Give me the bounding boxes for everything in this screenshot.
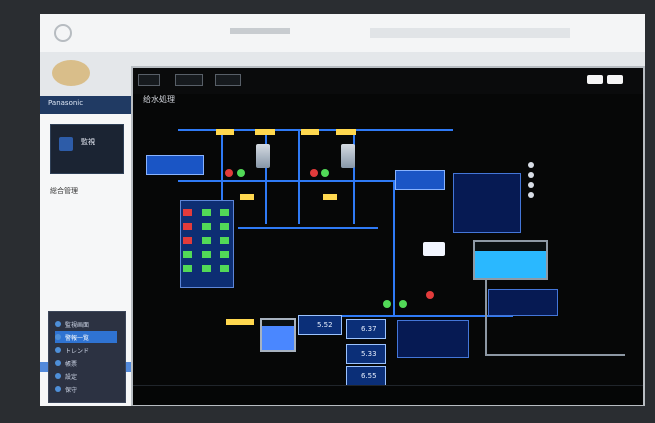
yellow-indicator — [240, 194, 254, 200]
status-row — [183, 221, 229, 231]
legend-icon — [528, 162, 534, 168]
browser-bar — [40, 14, 645, 53]
nav-dot-icon — [55, 360, 61, 366]
nav-item-label: 設定 — [65, 373, 78, 381]
nav-item-label: 監視画面 — [65, 321, 90, 329]
readout-box: 6.55 — [346, 366, 386, 386]
section-label: 総合管理 — [50, 187, 78, 195]
nav-item-settings[interactable]: 設定 — [55, 370, 117, 382]
monitor-card-label: 監視 — [81, 138, 95, 146]
status-row — [183, 249, 229, 259]
valve-icon — [426, 291, 434, 299]
nav-item-label: 帳票 — [65, 360, 78, 368]
legend-icon — [528, 192, 534, 198]
hmi-bottom-bar — [133, 385, 643, 405]
readout-box: 5.33 — [346, 344, 386, 364]
nav-item-monitor[interactable]: 監視画面 — [55, 318, 117, 330]
yellow-indicator — [226, 319, 254, 325]
control-block[interactable] — [423, 242, 445, 256]
filter-tank — [341, 144, 355, 168]
left-panel-header: Panasonic — [40, 96, 132, 114]
readout-value: 5.52 — [317, 321, 333, 329]
hmi-tab-3[interactable] — [215, 74, 241, 86]
hmi-tab-2[interactable] — [175, 74, 203, 86]
app-logo-icon — [52, 60, 90, 86]
nav-dot-icon — [55, 334, 61, 340]
pipe-line — [221, 129, 223, 224]
status-row — [183, 207, 229, 217]
bottom-storage-tank — [260, 318, 296, 352]
monitor-card[interactable]: 監視 — [50, 124, 124, 174]
info-panel[interactable] — [146, 155, 204, 175]
info-panel[interactable] — [395, 170, 445, 190]
screen: Panasonic 監視 総合管理 監視画面 警報一覧 トレンド 帳票 設定 保… — [40, 14, 645, 406]
window-button[interactable] — [587, 75, 603, 84]
nav-item-label: 保守 — [65, 386, 78, 394]
nav-dot-icon — [55, 373, 61, 379]
pipe-line — [298, 129, 300, 224]
nav-item-label: トレンド — [65, 347, 90, 355]
process-panel — [397, 320, 469, 358]
status-row — [183, 263, 229, 273]
hmi-tab-1[interactable] — [138, 74, 160, 86]
yellow-indicator — [336, 129, 356, 135]
readout-box: 5.52 — [298, 315, 342, 335]
pipe-line — [265, 129, 267, 224]
process-panel — [488, 289, 558, 316]
window-button[interactable] — [607, 75, 623, 84]
navigation-menu: 監視画面 警報一覧 トレンド 帳票 設定 保守 — [48, 311, 126, 403]
readout-value: 6.37 — [361, 325, 377, 333]
status-row — [183, 235, 229, 245]
valve-icon — [237, 169, 245, 177]
pipe-line — [333, 315, 513, 317]
legend-icon — [528, 172, 534, 178]
legend-icon — [528, 182, 534, 188]
pipe-line — [485, 280, 487, 355]
valve-icon — [399, 300, 407, 308]
nav-item-report[interactable]: 帳票 — [55, 357, 117, 369]
monitor-icon — [59, 137, 73, 151]
nav-item-trend[interactable]: トレンド — [55, 344, 117, 356]
browser-url-bar — [230, 28, 290, 34]
large-storage-tank — [473, 240, 548, 280]
browser-logo-icon — [54, 24, 72, 42]
readout-value: 6.55 — [361, 372, 377, 380]
left-panel: Panasonic 監視 総合管理 監視画面 警報一覧 トレンド 帳票 設定 保… — [40, 96, 133, 406]
hmi-title: 给水処理 — [143, 95, 175, 104]
nav-dot-icon — [55, 386, 61, 392]
pipe-line — [393, 180, 395, 315]
nav-dot-icon — [55, 347, 61, 353]
pipe-line — [353, 129, 355, 224]
left-panel-title: Panasonic — [48, 99, 84, 107]
browser-search-field — [370, 28, 570, 38]
hmi-top-bar — [133, 68, 643, 94]
status-table — [180, 200, 234, 288]
process-panel — [453, 173, 521, 233]
pipe-line — [485, 354, 625, 356]
nav-item-label: 警報一覧 — [65, 334, 90, 342]
yellow-indicator — [323, 194, 337, 200]
valve-icon — [310, 169, 318, 177]
valve-icon — [321, 169, 329, 177]
filter-tank — [256, 144, 270, 168]
readout-box: 6.37 — [346, 319, 386, 339]
nav-dot-icon — [55, 321, 61, 327]
hmi-window: 给水処理 — [131, 66, 645, 406]
nav-item-alarm[interactable]: 警報一覧 — [55, 331, 117, 343]
pipe-line — [238, 227, 378, 229]
yellow-indicator — [255, 129, 275, 135]
valve-icon — [383, 300, 391, 308]
readout-value: 5.33 — [361, 350, 377, 358]
valve-icon — [225, 169, 233, 177]
yellow-indicator — [216, 129, 234, 135]
nav-item-maintenance[interactable]: 保守 — [55, 383, 117, 395]
yellow-indicator — [301, 129, 319, 135]
